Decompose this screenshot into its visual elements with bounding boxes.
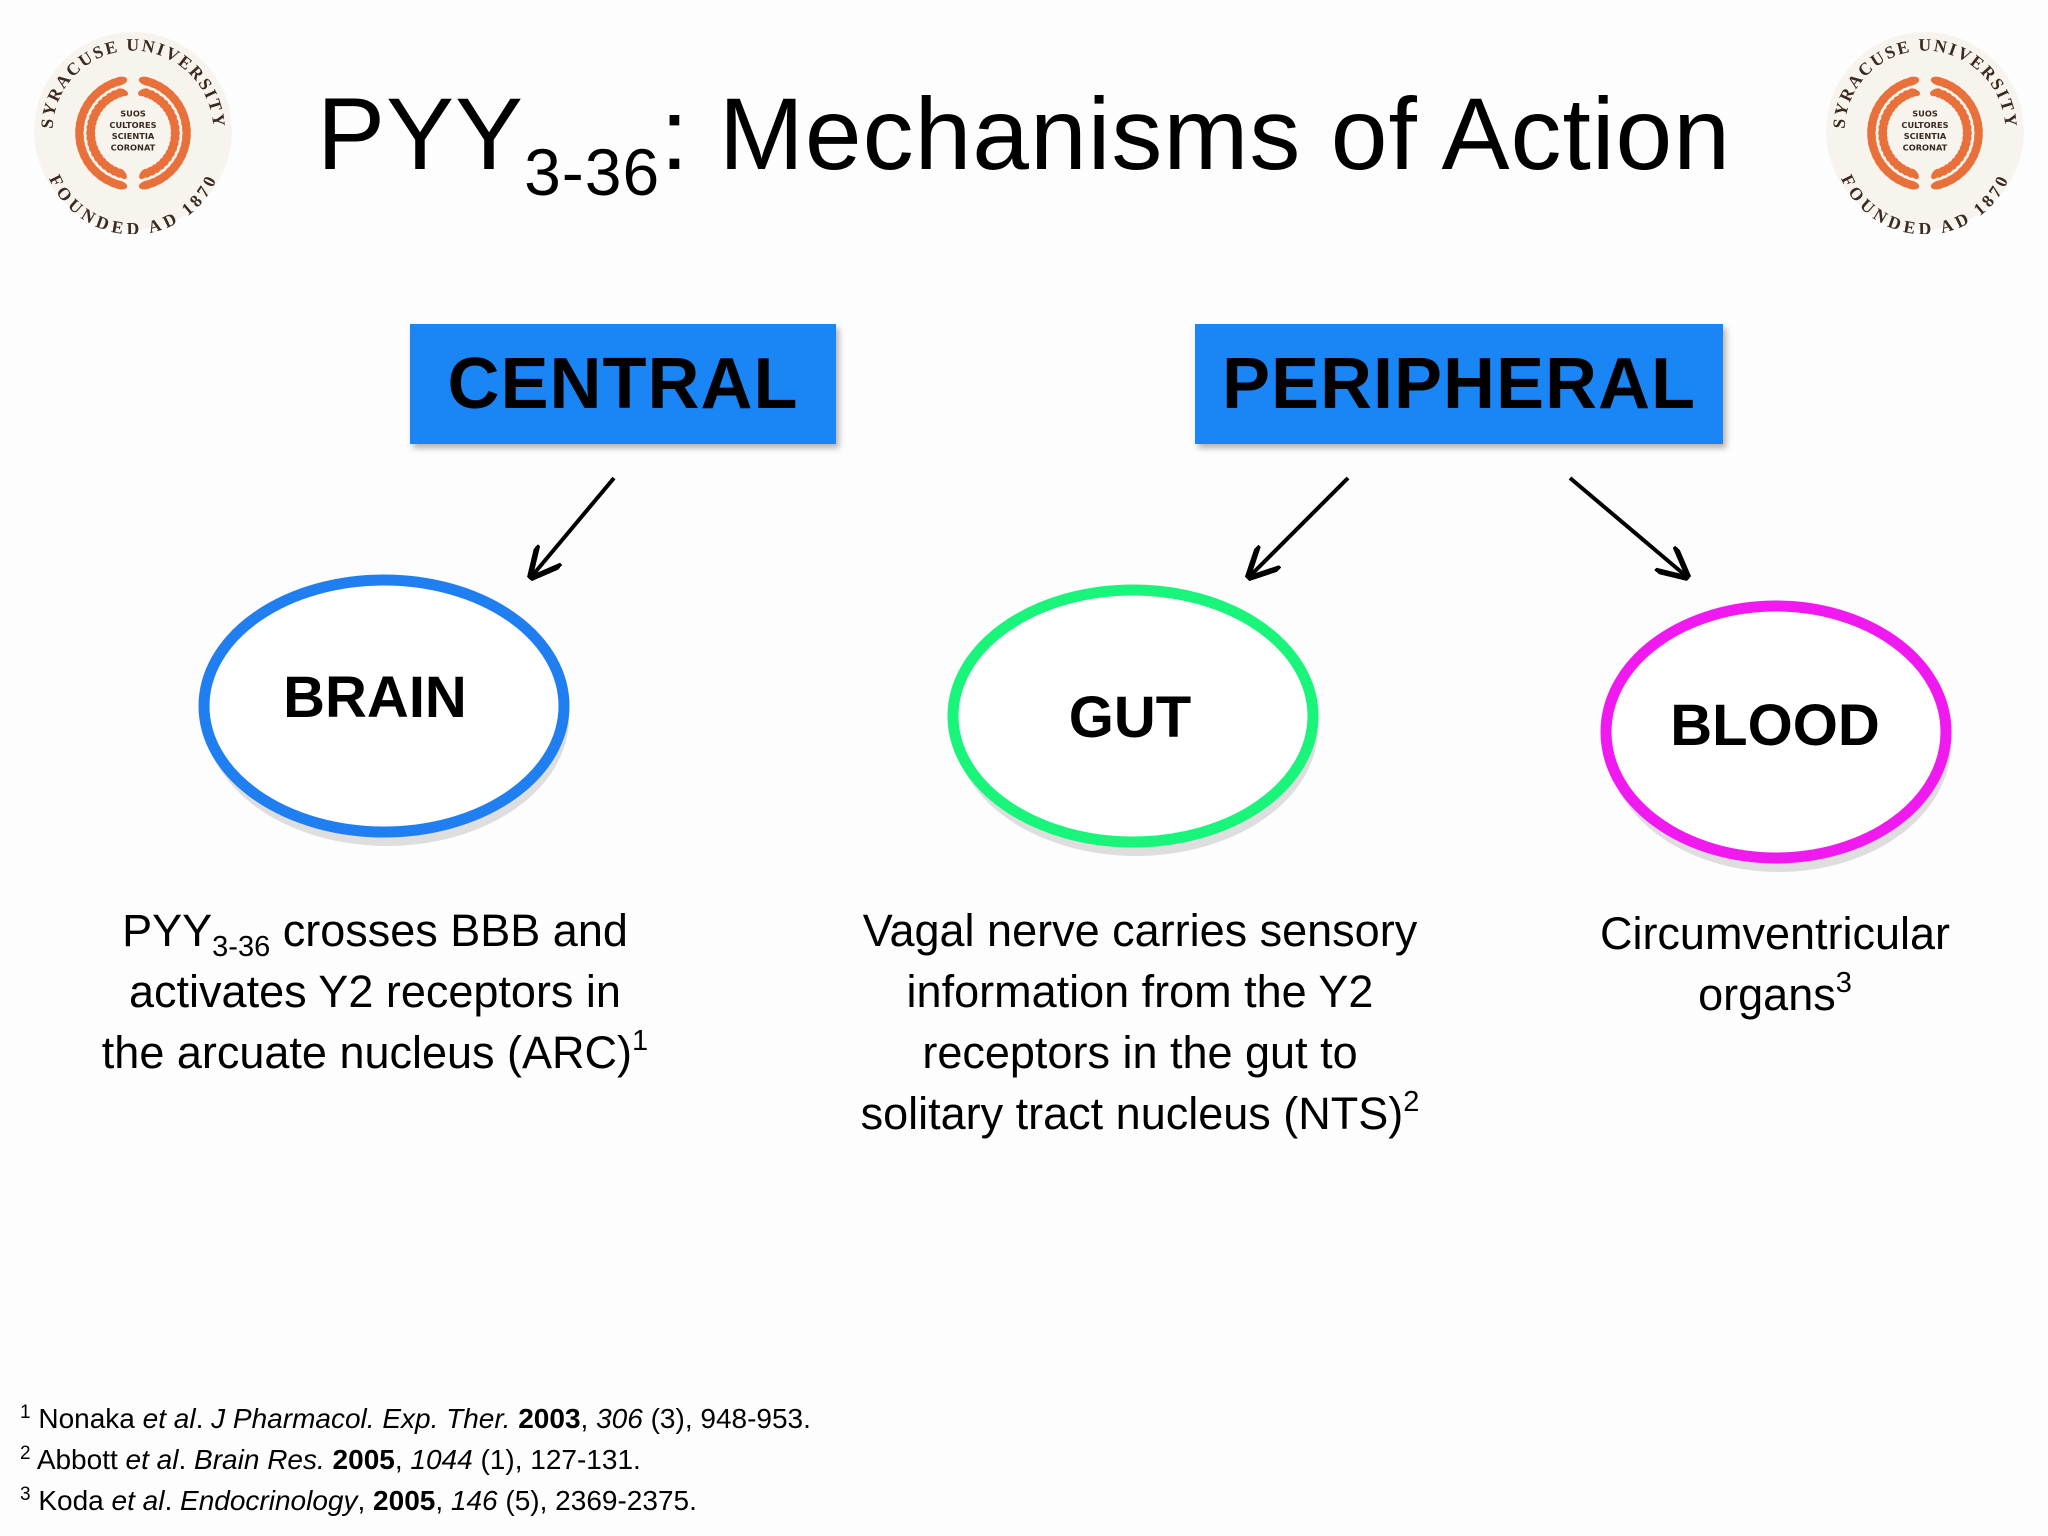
title-rest: : Mechanisms of Action [660, 77, 1731, 191]
syracuse-university-seal-left: SYRACUSE UNIVERSITY FOUNDED AD 1870 SUOS… [34, 32, 232, 234]
blood-desc-text: organs [1698, 969, 1836, 1020]
reference-item: 2 Abbott et al. Brain Res. 2005, 1044 (1… [20, 1439, 811, 1480]
gut-desc-line: Vagal nerve carries sensory [862, 905, 1418, 956]
brain-desc-line: activates Y2 receptors in [129, 966, 621, 1017]
central-label: CENTRAL [447, 344, 799, 424]
laurel-leaf [138, 88, 150, 97]
gut-desc-line: information from the Y2 [906, 966, 1374, 1017]
brain-desc-text: crosses BBB and [270, 905, 628, 956]
laurel-wreath-icon [1867, 76, 1983, 190]
motto-line: SUOS [120, 109, 146, 119]
gut-label: GUT [1068, 685, 1192, 750]
reference-marker: 3 [1835, 967, 1852, 999]
laurel-wreath-icon [75, 76, 191, 190]
reference-pages: (5), 2369-2375. [497, 1485, 697, 1516]
brain-desc-line: the arcuate nucleus (ARC)1 [60, 1022, 690, 1083]
gut-desc-line: receptors in the gut to [922, 1027, 1358, 1078]
gut-desc-text: solitary tract nucleus (NTS) [860, 1088, 1404, 1139]
brain-desc-line: PYY3-36 crosses BBB and [60, 900, 690, 963]
pyy-text: PYY [122, 905, 213, 956]
reference-marker: 2 [1403, 1086, 1420, 1118]
reference-item: 3 Koda et al. Endocrinology, 2005, 146 (… [20, 1480, 811, 1521]
reference-number: 3 [20, 1484, 31, 1505]
pyy-subscript: 3-36 [212, 931, 271, 963]
gut-description: Vagal nerve carries sensory information … [830, 900, 1450, 1144]
reference-year: 2005 [373, 1485, 436, 1516]
reference-pages: (1), 127-131. [472, 1444, 641, 1475]
reference-sep: . [195, 1403, 212, 1434]
brain-desc-text: the arcuate nucleus (ARC) [101, 1027, 633, 1078]
blood-desc-line: Circumventricular [1599, 908, 1951, 959]
laurel-leaf [111, 76, 128, 87]
laurel-leaf [116, 88, 128, 97]
blood-label: BLOOD [1670, 693, 1880, 758]
laurel-leaf [1908, 88, 1920, 97]
syracuse-university-seal-right: SYRACUSE UNIVERSITY FOUNDED AD 1870 SUOS… [1826, 32, 2024, 234]
reference-volume: 146 [450, 1485, 498, 1516]
reference-journal: J Pharmacol. Exp. Ther. [211, 1403, 511, 1434]
title-subscript: 3-36 [524, 135, 661, 209]
reference-pages: (3), 948-953. [642, 1403, 811, 1434]
reference-etal: et al [142, 1403, 196, 1434]
motto-line: SCIENTIA [1904, 131, 1947, 141]
title-main: PYY [316, 77, 525, 191]
blood-description: Circumventricular organs3 [1565, 903, 1985, 1025]
peripheral-category-box: PERIPHERAL [1195, 324, 1723, 444]
blood-desc-line: organs3 [1565, 964, 1985, 1025]
reference-journal: Endocrinology [180, 1485, 358, 1516]
motto-line: CULTORES [1901, 120, 1948, 130]
reference-authors: Koda [38, 1485, 112, 1516]
arrow-peripheral-to-blood [1568, 476, 1686, 576]
reference-year: 2003 [518, 1403, 581, 1434]
gut-node-ellipse [947, 584, 1319, 848]
central-category-box: CENTRAL [410, 324, 836, 444]
laurel-leaf [1930, 88, 1942, 97]
motto-line: SCIENTIA [112, 131, 155, 141]
reference-number: 1 [20, 1402, 31, 1423]
reference-volume: 1044 [410, 1444, 473, 1475]
reference-item: 1 Nonaka et al. J Pharmacol. Exp. Ther. … [20, 1398, 811, 1439]
references-list: 1 Nonaka et al. J Pharmacol. Exp. Ther. … [20, 1398, 811, 1521]
slide-title: PYY3-36: Mechanisms of Action [0, 74, 2048, 205]
reference-etal: et al [125, 1444, 179, 1475]
peripheral-label: PERIPHERAL [1221, 344, 1697, 424]
brain-label: BRAIN [283, 665, 467, 730]
laurel-leaf [138, 76, 155, 87]
motto-line: CORONAT [1903, 143, 1948, 153]
arrow-central-to-brain [532, 476, 616, 576]
reference-sep: , [357, 1485, 374, 1516]
reference-authors: Nonaka [38, 1403, 143, 1434]
laurel-leaf [1930, 76, 1947, 87]
blood-node-ellipse [1600, 600, 1952, 864]
motto-line: CORONAT [111, 143, 156, 153]
reference-volume: 306 [596, 1403, 643, 1434]
motto-line: SUOS [1912, 109, 1938, 119]
gut-desc-line: solitary tract nucleus (NTS)2 [830, 1083, 1450, 1144]
reference-sep: , [435, 1485, 451, 1516]
reference-year: 2005 [332, 1444, 395, 1475]
reference-authors: Abbott [36, 1444, 126, 1475]
reference-sep: , [580, 1403, 597, 1434]
reference-sep: , [394, 1444, 411, 1475]
reference-number: 2 [20, 1443, 31, 1464]
brain-node-ellipse [198, 574, 570, 838]
motto-line: CULTORES [109, 120, 156, 130]
reference-etal: et al [111, 1485, 165, 1516]
laurel-leaf [1903, 76, 1920, 87]
reference-sep [325, 1444, 333, 1475]
reference-sep: . [178, 1444, 195, 1475]
reference-journal: Brain Res. [194, 1444, 325, 1475]
reference-sep: . [164, 1485, 181, 1516]
brain-description: PYY3-36 crosses BBB and activates Y2 rec… [60, 900, 690, 1083]
reference-marker: 1 [632, 1025, 649, 1057]
arrow-peripheral-to-gut [1250, 476, 1350, 576]
